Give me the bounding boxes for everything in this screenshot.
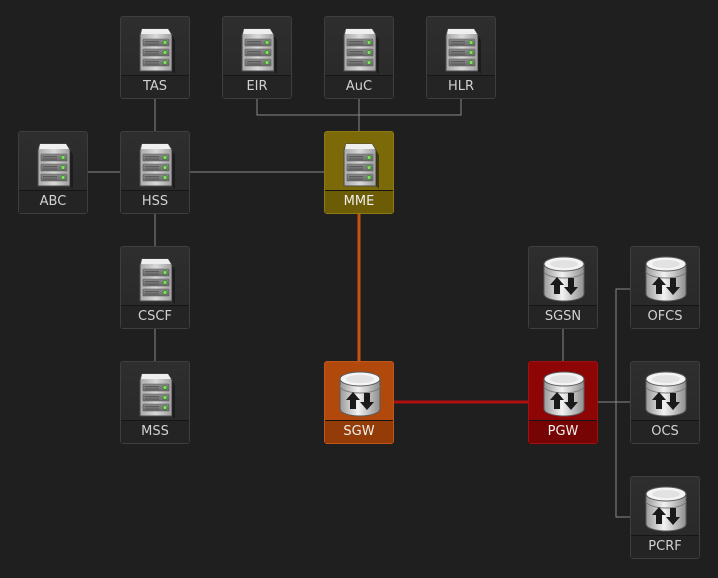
node-label: HLR xyxy=(427,75,495,98)
node-label: TAS xyxy=(121,75,189,98)
node-ofcs[interactable]: OFCS xyxy=(630,246,700,329)
database-icon xyxy=(645,486,687,532)
node-label: CSCF xyxy=(121,305,189,328)
server-icon xyxy=(139,143,176,189)
node-eir[interactable]: EIR xyxy=(222,16,292,99)
node-tas[interactable]: TAS xyxy=(120,16,190,99)
node-hss[interactable]: HSS xyxy=(120,131,190,214)
node-label: MME xyxy=(325,190,393,213)
node-label: EIR xyxy=(223,75,291,98)
node-ocs[interactable]: OCS xyxy=(630,361,700,444)
link-pgw-ofcs-pcrf xyxy=(615,288,630,518)
database-icon xyxy=(339,371,381,417)
node-auc[interactable]: AuC xyxy=(324,16,394,99)
node-hlr[interactable]: HLR xyxy=(426,16,496,99)
server-icon xyxy=(445,28,482,74)
node-label: AuC xyxy=(325,75,393,98)
node-label: ABC xyxy=(19,190,87,213)
database-icon xyxy=(645,256,687,302)
node-abc[interactable]: ABC xyxy=(18,131,88,214)
node-pgw[interactable]: PGW xyxy=(528,361,598,444)
node-label: PGW xyxy=(529,420,597,443)
node-label: OCS xyxy=(631,420,699,443)
server-icon xyxy=(139,373,176,419)
node-label: HSS xyxy=(121,190,189,213)
node-label: PCRF xyxy=(631,535,699,558)
server-icon xyxy=(139,28,176,74)
node-label: SGSN xyxy=(529,305,597,328)
node-label: SGW xyxy=(325,420,393,443)
database-icon xyxy=(543,256,585,302)
database-icon xyxy=(543,371,585,417)
node-pcrf[interactable]: PCRF xyxy=(630,476,700,559)
server-icon xyxy=(343,143,380,189)
database-icon xyxy=(645,371,687,417)
node-sgw[interactable]: SGW xyxy=(324,361,394,444)
node-label: OFCS xyxy=(631,305,699,328)
server-icon xyxy=(241,28,278,74)
node-mme[interactable]: MME xyxy=(324,131,394,214)
server-icon xyxy=(139,258,176,304)
server-icon xyxy=(37,143,74,189)
node-sgsn[interactable]: SGSN xyxy=(528,246,598,329)
server-icon xyxy=(343,28,380,74)
node-cscf[interactable]: CSCF xyxy=(120,246,190,329)
node-mss[interactable]: MSS xyxy=(120,361,190,444)
node-label: MSS xyxy=(121,420,189,443)
